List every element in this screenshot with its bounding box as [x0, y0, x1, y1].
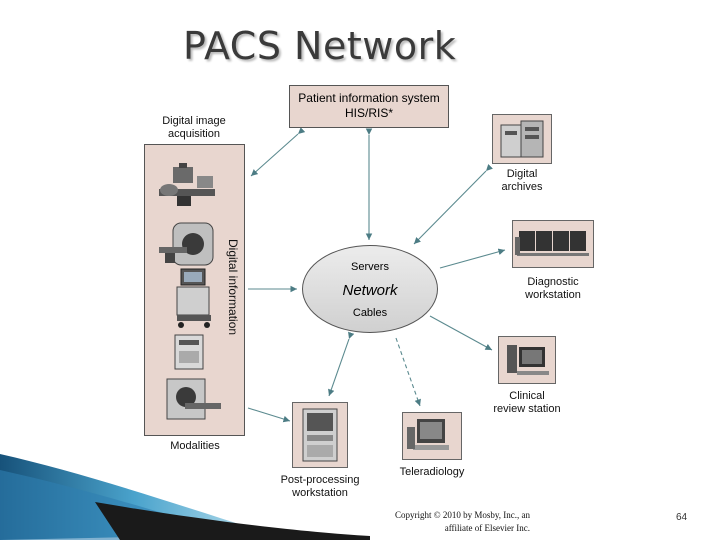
ultrasound-icon: [176, 268, 211, 328]
clinical-review-label: Clinical review station: [484, 390, 570, 416]
archives-line1: Digital: [506, 168, 538, 180]
network-title: Network: [342, 282, 398, 299]
arrow-network-to-postproc: [328, 331, 355, 397]
digital-information-label: Digital information: [226, 238, 240, 336]
copyright-notice: Copyright © 2010 by Mosby, Inc., an affi…: [370, 509, 530, 535]
diagnostic-line1: Diagnostic: [527, 276, 579, 288]
his-ris-label: HIS/RIS*: [344, 106, 393, 120]
arrow-network-to-diagnostic: [439, 248, 506, 269]
arrow-network-to-teleradiology: [395, 337, 421, 407]
arrow-his-to-modalities: [250, 127, 306, 177]
diagnostic-workstation-label: Diagnostic workstation: [508, 276, 598, 302]
console-icon: [302, 408, 338, 462]
footer-wave-decoration: [0, 454, 370, 540]
digitizer-icon: [174, 334, 204, 370]
post-processing-label: Post-processing workstation: [270, 474, 370, 500]
digital-image-line1: Digital image: [162, 115, 226, 127]
network-servers-label: Servers: [351, 261, 389, 273]
post-processing-box: [292, 402, 348, 468]
modalities-box: Digital information: [144, 144, 245, 436]
xray-machine-icon: [159, 163, 215, 206]
digital-image-acquisition-label: Digital image acquisition: [149, 115, 239, 141]
digital-archives-box: [492, 114, 552, 164]
arrow-modalities-to-postproc: [247, 407, 291, 423]
ct-scanner-icon: [159, 222, 214, 266]
multi-monitor-icon: [515, 231, 589, 256]
network-cables-label: Cables: [352, 307, 388, 319]
server-rack-icon: [500, 120, 544, 158]
teleradiology-label: Teleradiology: [399, 466, 465, 478]
page-number: 64: [676, 512, 688, 523]
diagnostic-line2: workstation: [525, 289, 581, 301]
modalities-illustrations: [159, 163, 221, 420]
diagnostic-workstation-box: [512, 220, 594, 268]
his-ris-box: Patient information system HIS/RIS*: [289, 85, 449, 128]
archives-line2: archives: [501, 181, 543, 193]
digital-archives-label: Digital archives: [486, 168, 558, 194]
workstation-icon: [507, 345, 549, 375]
his-label: Patient information system: [298, 91, 440, 105]
clinical-line2: review station: [493, 403, 561, 415]
clinical-review-box: [498, 336, 556, 384]
computer-icon: [407, 419, 449, 450]
copyright-line1: Copyright © 2010 by Mosby, Inc., an: [395, 510, 530, 520]
postproc-line2: workstation: [292, 487, 348, 499]
slide-title: PACS Network: [183, 24, 457, 68]
clinical-line1: Clinical: [509, 390, 545, 402]
copyright-line2: affiliate of Elsevier Inc.: [444, 523, 530, 533]
arrow-network-to-clinical: [429, 315, 493, 351]
modalities-label: Modalities: [170, 440, 220, 452]
network-ellipse: Servers Network Cables: [302, 245, 438, 333]
arrow-network-to-archives: [413, 163, 493, 245]
mri-scanner-icon: [166, 378, 221, 420]
digital-image-line2: acquisition: [168, 128, 220, 140]
teleradiology-box: [402, 412, 462, 460]
postproc-line1: Post-processing: [280, 474, 360, 486]
